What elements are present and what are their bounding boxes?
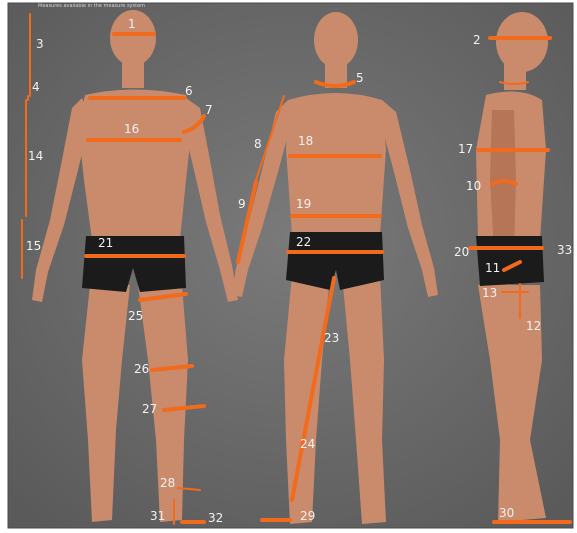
label-30: 30 <box>499 506 514 520</box>
label-33: 33 <box>557 243 572 257</box>
label-19: 19 <box>296 197 311 211</box>
label-16: 16 <box>124 122 139 136</box>
label-24: 24 <box>300 437 315 451</box>
label-18: 18 <box>298 134 313 148</box>
label-32: 32 <box>208 511 223 525</box>
label-27: 27 <box>142 402 157 416</box>
label-11: 11 <box>485 261 500 275</box>
label-9: 9 <box>238 197 246 211</box>
label-12: 12 <box>526 319 541 333</box>
label-15: 15 <box>26 239 41 253</box>
label-2: 2 <box>473 33 481 47</box>
label-3: 3 <box>36 37 44 51</box>
label-4: 4 <box>32 80 40 94</box>
label-13: 13 <box>482 286 497 300</box>
label-14: 14 <box>28 149 43 163</box>
caption-text: Measures available in the measure system <box>38 3 145 9</box>
label-23: 23 <box>324 331 339 345</box>
label-22: 22 <box>296 235 311 249</box>
label-20: 20 <box>454 245 469 259</box>
label-1: 1 <box>128 17 136 31</box>
label-10: 10 <box>466 179 481 193</box>
label-29: 29 <box>300 509 315 523</box>
label-21: 21 <box>98 236 113 250</box>
label-6: 6 <box>185 84 193 98</box>
label-8: 8 <box>254 137 262 151</box>
label-5: 5 <box>356 71 364 85</box>
label-28: 28 <box>160 476 175 490</box>
label-7: 7 <box>205 103 213 117</box>
label-17: 17 <box>458 142 473 156</box>
label-31: 31 <box>150 509 165 523</box>
label-25: 25 <box>128 309 143 323</box>
label-26: 26 <box>134 362 149 376</box>
